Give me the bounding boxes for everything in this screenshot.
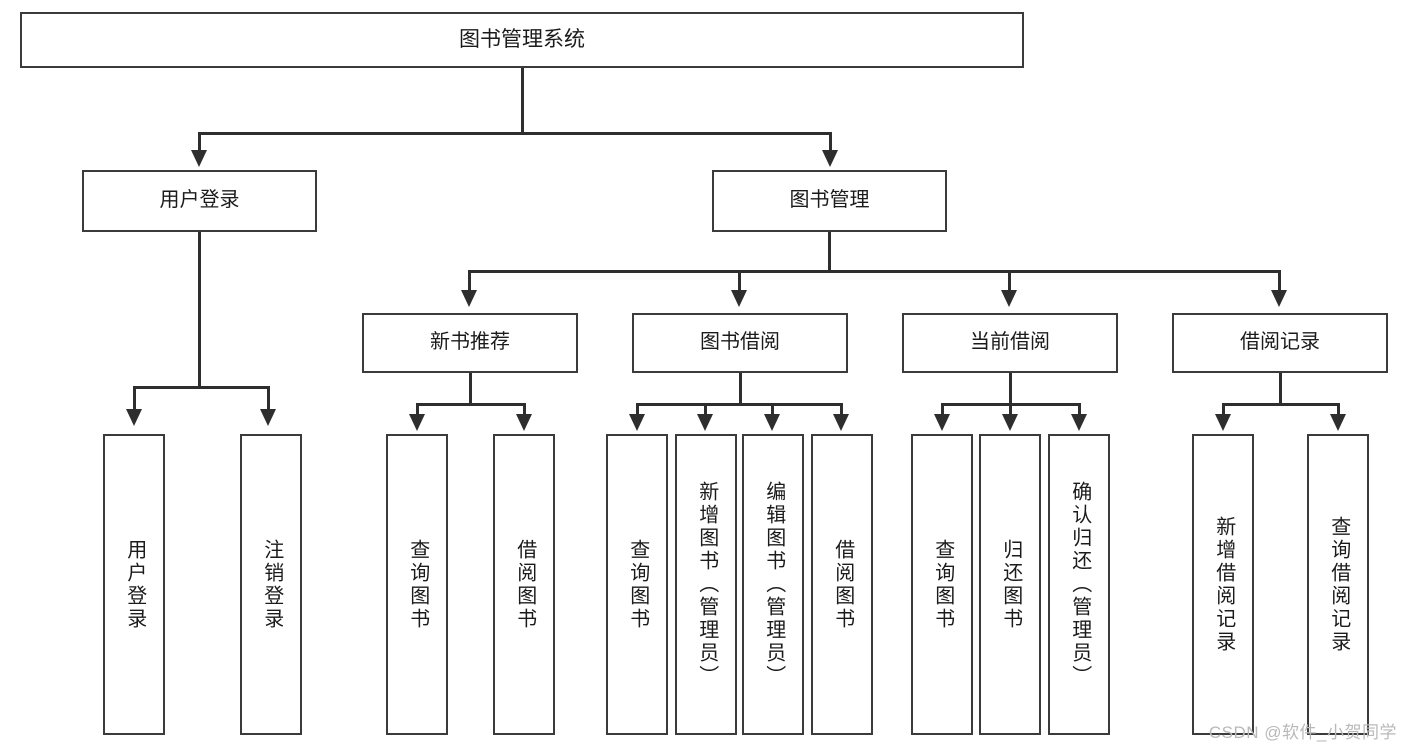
edge-to-book-borrow	[738, 270, 741, 292]
arrow-to-leaf-user-login	[126, 409, 142, 426]
arrow-to-new-book	[461, 290, 477, 307]
node-user-login[interactable]: 用户登录	[82, 170, 317, 232]
arrow-cb-leaf-1	[934, 414, 950, 431]
edge-borrow-record-stem	[1279, 373, 1282, 406]
edge-new-book-to-leaf-2	[523, 403, 526, 415]
edge-book-mgmt-bus	[468, 270, 1280, 273]
edge-cb-leaf-2	[1009, 403, 1012, 415]
edge-to-current-borrow	[1008, 270, 1011, 292]
edge-to-new-book	[468, 270, 471, 292]
node-label: 用户登录	[123, 538, 146, 631]
arrow-to-user-login	[191, 150, 207, 167]
leaf-query-borrow-record[interactable]: 查询借阅记录	[1307, 434, 1369, 735]
edge-book-mgmt-stem	[828, 232, 831, 272]
node-label: 确认归还（管理员）	[1068, 481, 1091, 688]
edge-book-borrow-bus	[636, 403, 842, 406]
node-root-system[interactable]: 图书管理系统	[20, 12, 1024, 68]
node-label: 当前借阅	[970, 331, 1050, 354]
arrow-bb-leaf-2	[697, 414, 713, 431]
edge-root-to-user-login	[198, 132, 201, 152]
edge-user-login-to-leaf-2	[267, 386, 270, 411]
arrow-cb-leaf-3	[1071, 414, 1087, 431]
leaf-add-borrow-record[interactable]: 新增借阅记录	[1192, 434, 1254, 735]
leaf-borrow-book-bb[interactable]: 借阅图书	[811, 434, 873, 735]
edge-user-login-to-leaf-1	[133, 386, 136, 411]
edge-book-borrow-stem	[739, 373, 742, 406]
edge-br-leaf-2	[1337, 403, 1340, 415]
arrow-to-borrow-record	[1271, 290, 1287, 307]
edge-bb-leaf-3	[771, 403, 774, 415]
node-label: 新书推荐	[430, 331, 510, 354]
leaf-borrow-book-nb[interactable]: 借阅图书	[493, 434, 555, 735]
node-current-borrow[interactable]: 当前借阅	[902, 313, 1118, 373]
node-label: 编辑图书（管理员）	[762, 481, 785, 688]
node-label: 用户登录	[159, 189, 240, 212]
leaf-logout[interactable]: 注销登录	[240, 434, 302, 735]
edge-current-borrow-stem	[1009, 373, 1012, 406]
node-label: 图书管理	[789, 189, 870, 212]
node-label: 查询图书	[931, 538, 954, 631]
arrow-to-leaf-logout	[260, 409, 276, 426]
leaf-confirm-return-admin[interactable]: 确认归还（管理员）	[1048, 434, 1110, 735]
leaf-query-book-nb[interactable]: 查询图书	[386, 434, 448, 735]
edge-new-book-bus	[416, 403, 526, 406]
node-label: 借阅图书	[513, 538, 536, 631]
arrow-nb-leaf-1	[409, 414, 425, 431]
arrow-br-leaf-2	[1330, 414, 1346, 431]
edge-br-leaf-1	[1222, 403, 1225, 415]
edge-root-bus	[198, 132, 832, 135]
arrow-bb-leaf-1	[629, 414, 645, 431]
leaf-query-book-bb[interactable]: 查询图书	[606, 434, 668, 735]
edge-root-stem	[521, 68, 524, 134]
node-new-book-recommend[interactable]: 新书推荐	[362, 313, 578, 373]
edge-cb-leaf-1	[941, 403, 944, 415]
arrow-to-current-borrow	[1001, 290, 1017, 307]
node-label: 新增图书（管理员）	[695, 481, 718, 688]
edge-user-login-bus	[133, 386, 270, 389]
watermark-text: CSDN @软件_小贺同学	[1208, 723, 1397, 742]
node-book-management[interactable]: 图书管理	[712, 170, 947, 232]
arrow-bb-leaf-4	[833, 414, 849, 431]
node-borrow-record[interactable]: 借阅记录	[1172, 313, 1388, 373]
edge-bb-leaf-4	[840, 403, 843, 415]
leaf-user-login[interactable]: 用户登录	[103, 434, 165, 735]
node-label: 归还图书	[999, 538, 1022, 631]
node-label: 借阅记录	[1240, 331, 1320, 354]
edge-new-book-stem	[469, 373, 472, 406]
arrow-to-book-borrow	[731, 290, 747, 307]
edge-to-borrow-record	[1278, 270, 1281, 292]
node-label: 查询借阅记录	[1327, 515, 1350, 654]
leaf-edit-book-admin[interactable]: 编辑图书（管理员）	[742, 434, 804, 735]
node-label: 新增借阅记录	[1212, 515, 1235, 654]
node-book-borrow[interactable]: 图书借阅	[632, 313, 848, 373]
node-label: 注销登录	[260, 538, 283, 631]
edge-root-to-book-mgmt	[829, 132, 832, 152]
leaf-add-book-admin[interactable]: 新增图书（管理员）	[675, 434, 737, 735]
node-label: 查询图书	[406, 538, 429, 631]
node-label: 查询图书	[626, 538, 649, 631]
edge-bb-leaf-1	[636, 403, 639, 415]
edge-new-book-to-leaf-1	[416, 403, 419, 415]
edge-borrow-record-bus	[1222, 403, 1340, 406]
arrow-bb-leaf-3	[764, 414, 780, 431]
edge-bb-leaf-2	[704, 403, 707, 415]
node-label: 图书管理系统	[459, 27, 585, 51]
arrow-cb-leaf-2	[1002, 414, 1018, 431]
arrow-nb-leaf-2	[516, 414, 532, 431]
leaf-query-book-cb[interactable]: 查询图书	[911, 434, 973, 735]
leaf-return-book[interactable]: 归还图书	[979, 434, 1041, 735]
edge-user-login-stem	[198, 232, 201, 389]
node-label: 借阅图书	[831, 538, 854, 631]
arrow-to-book-mgmt	[822, 150, 838, 167]
node-label: 图书借阅	[700, 331, 780, 354]
edge-cb-leaf-3	[1078, 403, 1081, 415]
arrow-br-leaf-1	[1215, 414, 1231, 431]
